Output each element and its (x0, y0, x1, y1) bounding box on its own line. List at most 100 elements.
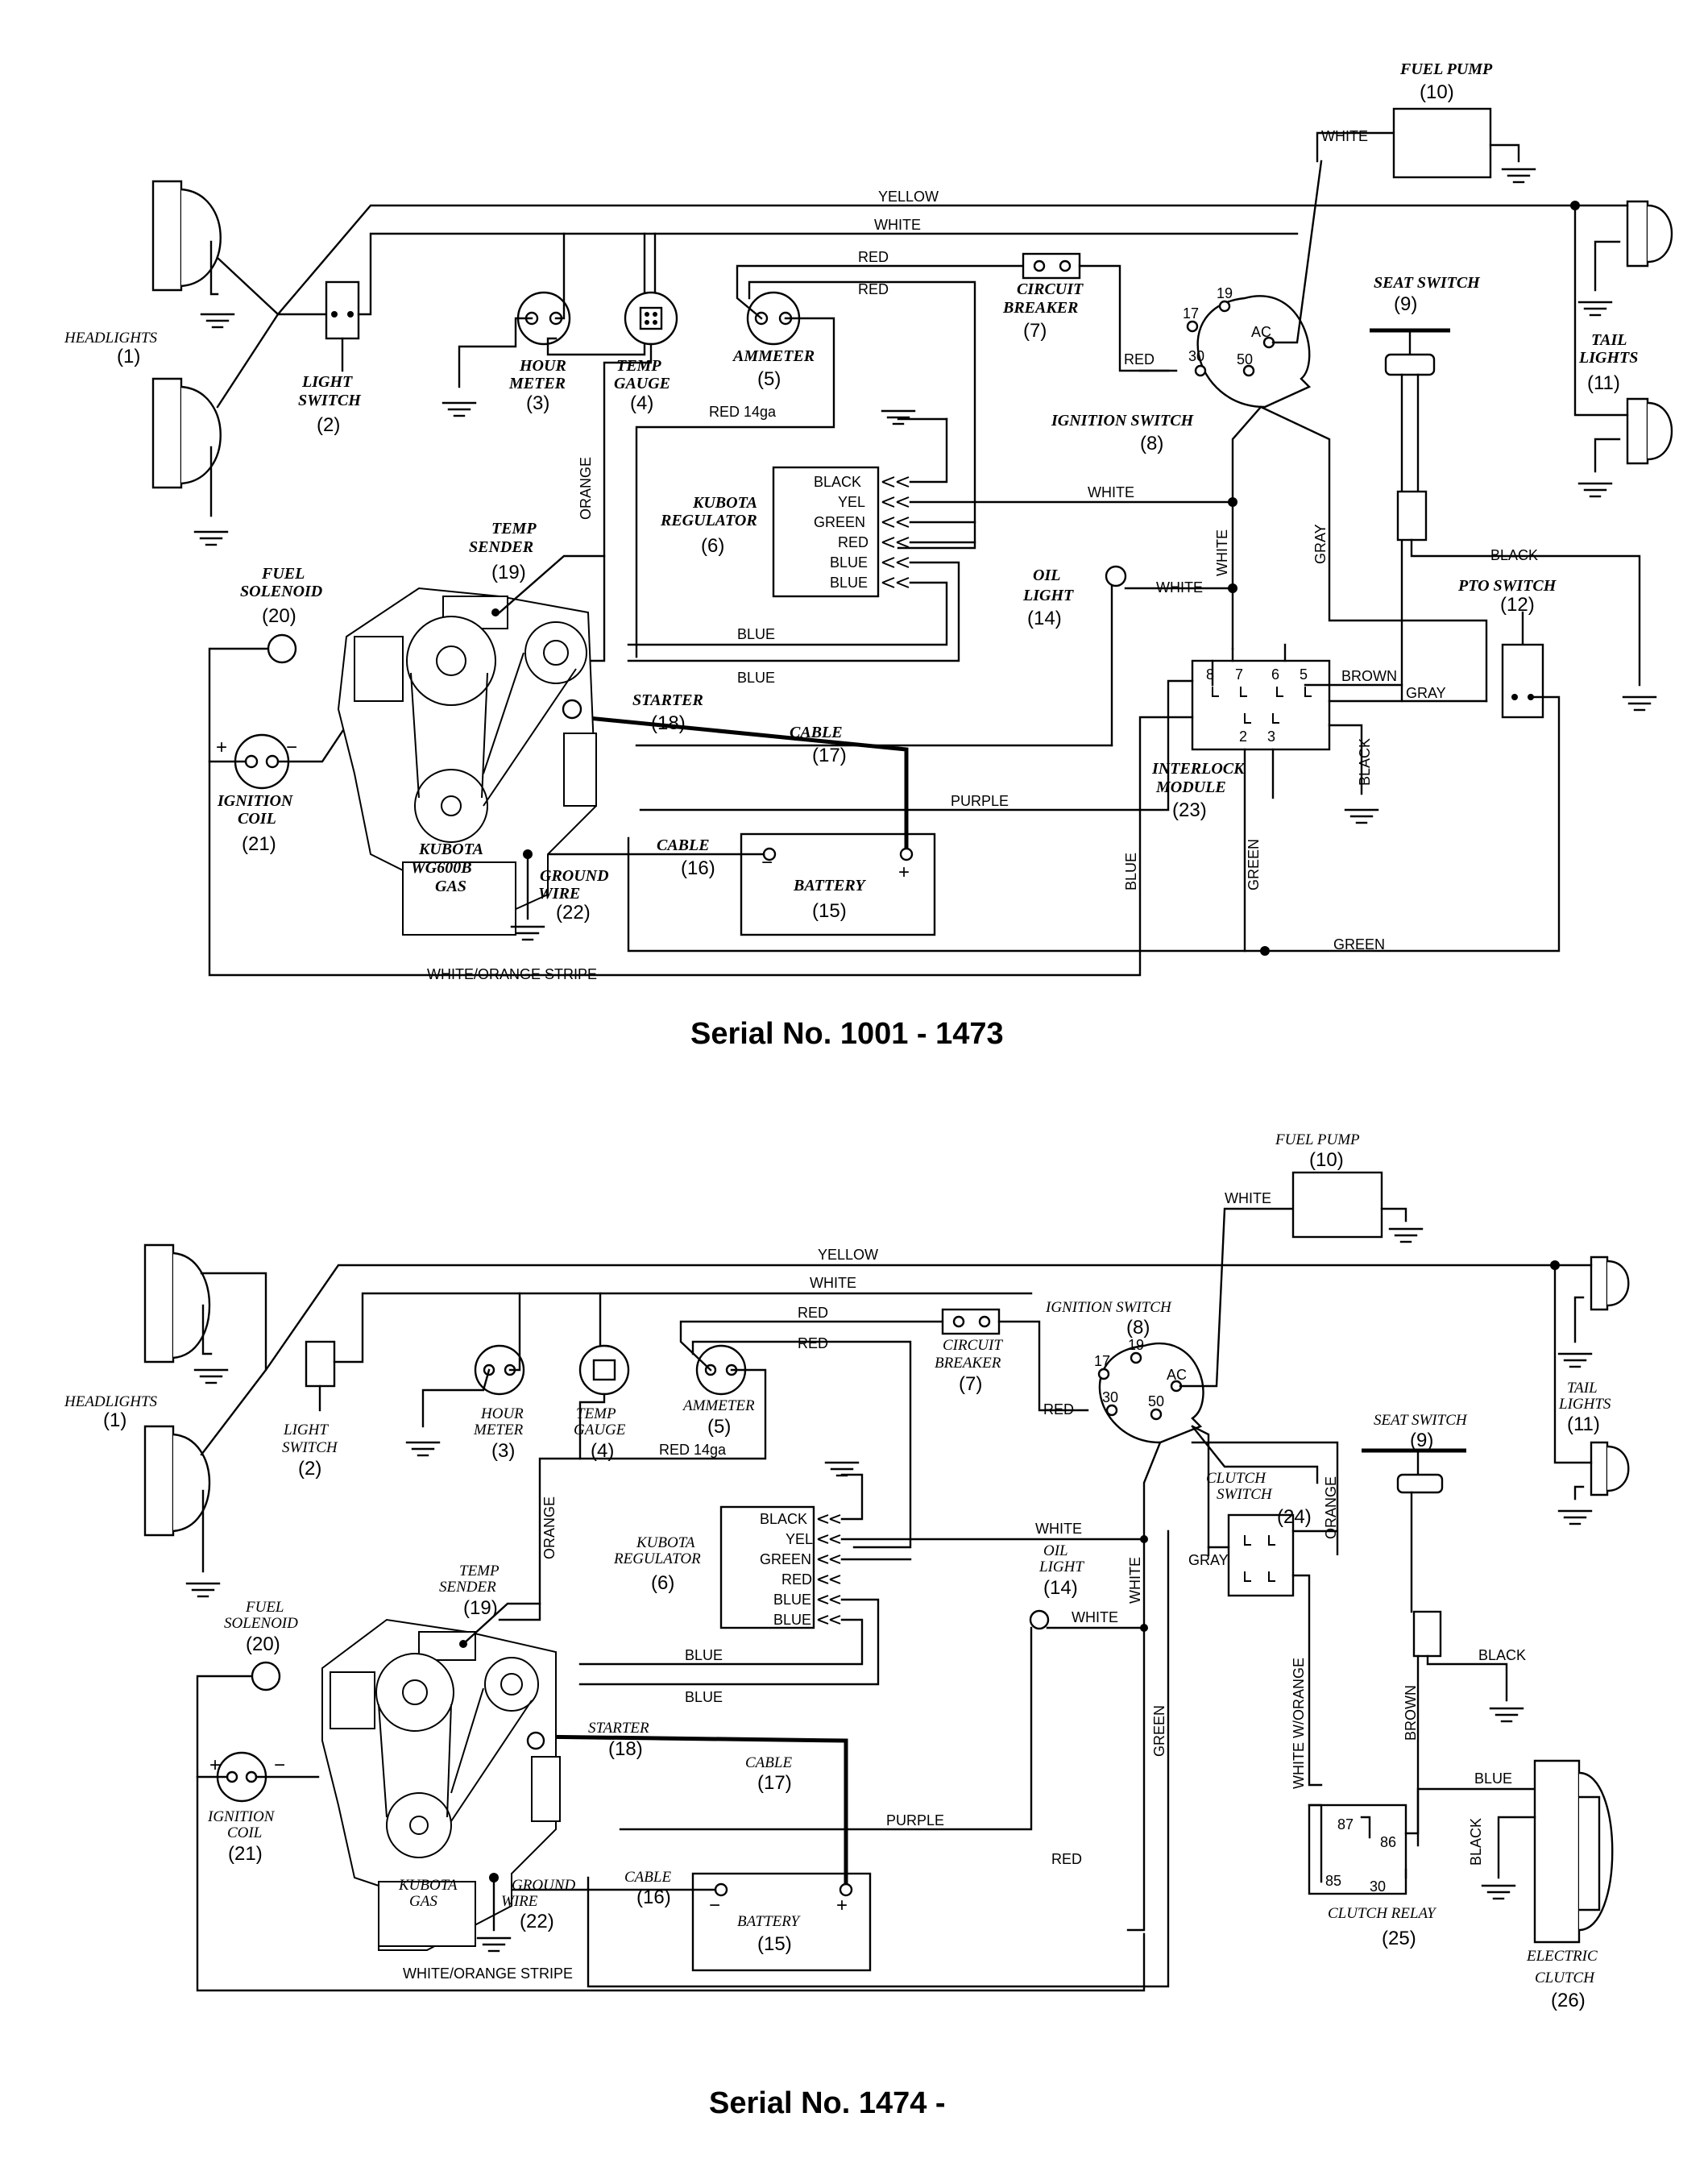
wire-label: GREEN (1246, 839, 1262, 890)
seat-switch (1384, 353, 1436, 376)
ignition-terminal: AC (1167, 1367, 1187, 1383)
electric-clutch-icon (1533, 1759, 1614, 1944)
ground-icon (405, 1441, 441, 1457)
battery-number: (15) (757, 1933, 792, 1955)
ignition-terminal: 17 (1094, 1353, 1110, 1369)
wire-label: BLACK (1490, 547, 1538, 563)
regulator-terminal: BLACK (814, 474, 861, 490)
battery-label: BATTERY (793, 877, 866, 894)
kubota-regulator (719, 1505, 815, 1629)
ground-icon (1622, 695, 1657, 712)
wire-label: WHITE/ORANGE STRIPE (403, 1965, 573, 1982)
ignition-terminal: 30 (1188, 348, 1204, 364)
interlock-terminal: 3 (1267, 728, 1275, 745)
ignition-terminal: 30 (1102, 1389, 1118, 1405)
hour-meter-number: (3) (491, 1440, 515, 1462)
battery-plus: + (836, 1895, 848, 1916)
cable-17-label: CABLE (745, 1754, 792, 1771)
ammeter-label: AMMETER (732, 347, 815, 365)
ignition-terminal: 50 (1148, 1393, 1164, 1409)
hour-meter-label: HOUR (480, 1405, 524, 1422)
diagram-b: HEADLIGHTS (1) LIGHT SWITCH (2) HOUR MET… (64, 1131, 1630, 2120)
clutch-switch (1227, 1513, 1295, 1597)
seat-switch-number: (9) (1394, 293, 1417, 315)
seat-switch-number: (9) (1410, 1430, 1433, 1451)
temp-gauge-label: TEMP (576, 1405, 616, 1422)
pto-switch-label: PTO SWITCH (1457, 577, 1557, 595)
serial-range-a: Serial No. 1001 - 1473 (690, 1017, 1004, 1051)
regulator-terminal: BLUE (773, 1592, 811, 1608)
kubota-engine (321, 1618, 561, 1951)
regulator-terminal: GREEN (814, 514, 865, 530)
wire-label: YELLOW (878, 189, 939, 205)
interlock-terminal: 2 (1239, 728, 1247, 745)
interlock-terminal: 6 (1271, 666, 1279, 683)
temp-gauge-number: (4) (591, 1440, 614, 1462)
electric-clutch-label-2: CLUTCH (1535, 1970, 1595, 1986)
interlock-label: INTERLOCK (1151, 760, 1246, 778)
tail-light-icon (1590, 1441, 1630, 1496)
regulator-terminal: GREEN (760, 1551, 811, 1567)
wire-label: BLUE (685, 1647, 723, 1663)
ground-icon (1481, 1884, 1516, 1900)
temp-gauge-label: TEMP (616, 357, 661, 375)
circuit-breaker (941, 1308, 1001, 1335)
temp-sender-number: (19) (463, 1597, 498, 1619)
clutch-relay-number: (25) (1382, 1928, 1416, 1949)
temp-sender-label-2: SENDER (469, 538, 533, 556)
wire-label: BLACK (1357, 738, 1373, 786)
fuel-solenoid-label-2: SOLENOID (240, 583, 322, 600)
diode-icon (1396, 490, 1428, 542)
regulator-terminal: BLUE (830, 554, 868, 571)
light-switch-number: (2) (298, 1458, 321, 1480)
wire-label: BLACK (1468, 1818, 1484, 1866)
ground-wire-label: GROUND (512, 1877, 575, 1894)
electric-clutch-number: (26) (1551, 1990, 1586, 2011)
ignition-coil-number: (21) (242, 833, 276, 855)
oil-light-number: (14) (1043, 1577, 1078, 1599)
ignition-switch-number: (8) (1140, 433, 1163, 455)
relay-terminal: 30 (1370, 1878, 1386, 1895)
kubota-engine (337, 587, 598, 936)
coil-plus: + (216, 737, 227, 758)
interlock-terminal: 7 (1235, 666, 1243, 683)
fuel-pump (1392, 107, 1492, 179)
ammeter-label: AMMETER (682, 1397, 755, 1414)
ground-icon (193, 530, 229, 546)
wire-label: RED (858, 281, 889, 297)
cable-16-number: (16) (681, 857, 715, 879)
fuel-solenoid (267, 633, 297, 664)
wire-label: RED (1051, 1851, 1082, 1867)
ground-icon (442, 401, 477, 417)
wire-label: RED 14ga (709, 404, 777, 420)
cable-16-label: CABLE (657, 836, 710, 854)
breaker-label-2: BREAKER (1002, 299, 1078, 317)
breaker-number: (7) (959, 1373, 982, 1395)
ground-icon (1577, 301, 1613, 317)
clutch-relay-label: CLUTCH RELAY (1328, 1905, 1437, 1922)
regulator-terminal: RED (781, 1571, 812, 1588)
ignition-terminal: 17 (1183, 305, 1199, 322)
hour-meter-label-2: METER (473, 1422, 524, 1438)
ground-wire-label-2: WIRE (538, 885, 580, 903)
wire-label: RED (798, 1305, 828, 1321)
ignition-coil-label: IGNITION (217, 792, 294, 810)
engine-label: KUBOTA (418, 841, 483, 858)
ground-wire-number: (22) (520, 1911, 554, 1932)
ignition-coil-number: (21) (228, 1843, 263, 1865)
ammeter-number: (5) (757, 368, 781, 390)
interlock-label-2: MODULE (1155, 778, 1226, 796)
oil-light-label-2: LIGHT (1038, 1559, 1084, 1575)
ground-icon (1577, 482, 1613, 498)
fuel-pump-label: FUEL PUMP (1399, 60, 1493, 78)
ignition-switch-label: IGNITION SWITCH (1045, 1299, 1172, 1316)
relay-terminal: 85 (1325, 1873, 1341, 1889)
tail-lights-label-2: LIGHTS (1578, 349, 1638, 367)
regulator-terminal: RED (838, 534, 869, 550)
regulator-label-2: REGULATOR (660, 512, 757, 529)
fuel-pump-number: (10) (1420, 81, 1454, 103)
wire-label: WHITE (1127, 1557, 1143, 1604)
battery-plus: + (898, 861, 910, 883)
wire-label: RED (798, 1335, 828, 1351)
ground-wire-label: GROUND (540, 867, 609, 885)
